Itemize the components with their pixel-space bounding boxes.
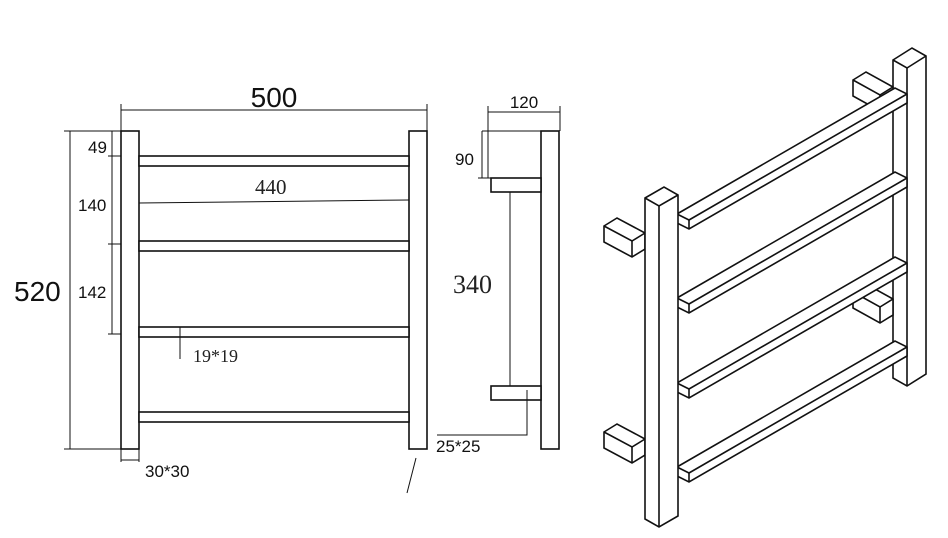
- depth-label: 120: [510, 93, 538, 112]
- spacing-lower-label: 142: [78, 283, 106, 302]
- bracket-section-label: 25*25: [436, 437, 480, 456]
- bar-length-label: 440: [255, 175, 287, 199]
- bracket-span-label: 340: [453, 270, 492, 299]
- front-view: 500 520 49 140 142 440 19*19 30*30: [14, 82, 428, 494]
- front-bar-4: [138, 411, 410, 423]
- side-lower-bracket: [490, 385, 542, 401]
- width-label: 500: [251, 82, 298, 113]
- bracket-section-leader: [437, 390, 528, 436]
- post-section-label: 30*30: [145, 462, 189, 481]
- front-bar-3: [138, 326, 410, 338]
- iso-right-post: [892, 47, 927, 387]
- side-upper-bracket: [490, 177, 542, 193]
- bar-section-label: 19*19: [193, 346, 238, 366]
- front-bar-1: [138, 155, 410, 167]
- isometric-view: [603, 47, 927, 528]
- iso-left-bracket-bottom: [603, 423, 646, 464]
- iso-left-post: [644, 186, 679, 528]
- top-gap-label: 49: [88, 138, 107, 157]
- front-bar-2: [138, 240, 410, 252]
- iso-left-bracket-top: [603, 217, 646, 258]
- side-view: 120 90 340 25*25: [436, 93, 561, 456]
- arm-offset-label: 90: [455, 150, 474, 169]
- side-post: [540, 130, 560, 450]
- front-right-post: [408, 130, 428, 450]
- front-left-post: [120, 130, 140, 450]
- spacing-upper-label: 140: [78, 196, 106, 215]
- height-label: 520: [14, 276, 61, 307]
- bar-length-line: [138, 199, 410, 204]
